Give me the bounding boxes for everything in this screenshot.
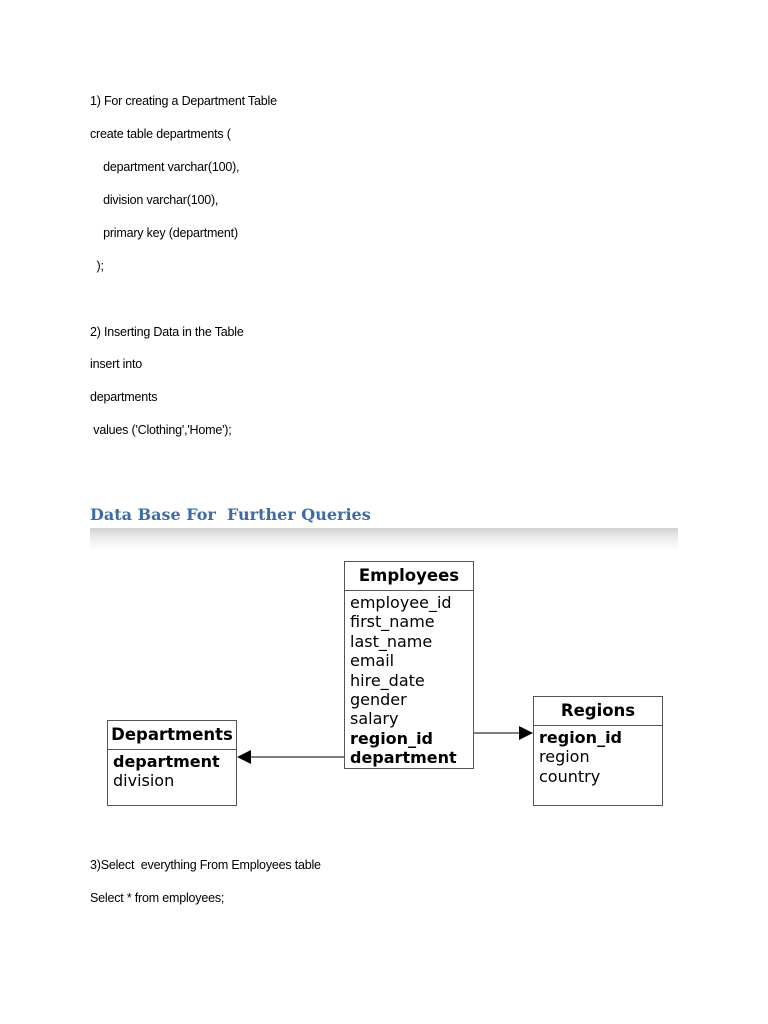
departments-field-list: department division	[108, 750, 236, 793]
arrowhead-departments	[237, 750, 251, 764]
section1-heading: 1) For creating a Department Table	[90, 94, 277, 108]
code-line: departments	[90, 390, 158, 404]
field-department-primary-key: department	[113, 752, 220, 771]
code-line: Select * from employees;	[90, 891, 225, 905]
regions-entity: Regions region_id region country	[533, 696, 663, 806]
er-diagram: Employees employee_id first_name last_na…	[90, 528, 678, 840]
field-region-id-foreign-key: region_id	[350, 728, 433, 748]
employees-field-list: employee_id first_name last_name email h…	[345, 591, 473, 770]
field-region-id-primary-key: region_id	[539, 728, 622, 747]
field-last-name: last_name	[350, 631, 433, 651]
field-gender: gender	[350, 690, 407, 710]
field-division: division	[113, 771, 175, 791]
code-line: primary key (department)	[90, 226, 238, 240]
field-hire-date: hire_date	[350, 670, 425, 690]
departments-entity: Departments department division	[107, 720, 237, 806]
employees-entity: Employees employee_id first_name last_na…	[344, 561, 474, 769]
section2-heading: 2) Inserting Data in the Table	[90, 325, 244, 339]
code-line: division varchar(100),	[90, 193, 219, 207]
arrowhead-regions	[519, 726, 533, 740]
regions-entity-title: Regions	[534, 697, 662, 726]
field-first-name: first_name	[350, 612, 435, 632]
field-country: country	[539, 766, 601, 786]
code-line: create table departments (	[90, 127, 231, 141]
regions-field-list: region_id region country	[534, 726, 662, 788]
field-employee-id: employee_id	[350, 593, 452, 612]
diagram-top-shadow	[90, 528, 678, 550]
code-line: );	[90, 259, 104, 273]
field-salary: salary	[350, 709, 399, 729]
departments-entity-title: Departments	[108, 721, 236, 750]
section3-heading: 3)Select everything From Employees table	[90, 858, 321, 872]
field-region: region	[539, 747, 590, 767]
employees-entity-title: Employees	[345, 562, 473, 591]
field-department-foreign-key: department	[350, 748, 457, 768]
database-heading: Data Base For Further Queries	[90, 505, 371, 524]
code-line: department varchar(100),	[90, 160, 240, 174]
code-line: insert into	[90, 357, 142, 371]
field-email: email	[350, 651, 395, 671]
code-line: values ('Clothing','Home');	[90, 423, 232, 437]
